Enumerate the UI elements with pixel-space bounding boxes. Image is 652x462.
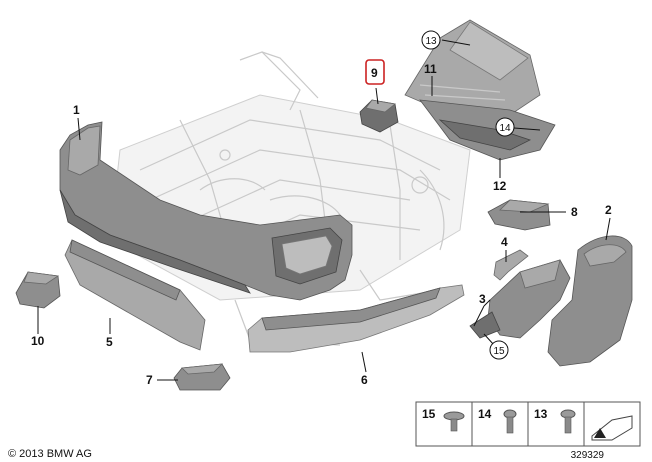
callout-10: 10 xyxy=(31,334,45,348)
part-5-front-strip xyxy=(64,239,206,351)
screw-13-icon xyxy=(560,409,576,434)
callout-4: 4 xyxy=(501,235,508,249)
callouts: 1 2 3 4 5 6 7 8 9 10 11 12 13 14 15 xyxy=(31,30,612,387)
callout-14-circle xyxy=(495,117,515,137)
callout-6: 6 xyxy=(361,373,368,387)
leader-lines xyxy=(37,39,611,381)
callout-7: 7 xyxy=(146,373,153,387)
callout-15-circle xyxy=(489,340,509,360)
fastener-legend: 15 14 13 xyxy=(415,401,641,447)
legend-label-14: 14 xyxy=(478,407,492,421)
part-10-clip xyxy=(15,271,61,309)
diagram-number: 329329 xyxy=(571,450,605,461)
callout-3: 3 xyxy=(479,292,486,306)
callout-9: 9 xyxy=(371,66,378,80)
part-6-side-sill-trim xyxy=(247,284,465,353)
callout-5: 5 xyxy=(106,335,113,349)
part-1-front-trim-panel xyxy=(59,121,353,301)
part-3-side-bracket xyxy=(469,259,571,339)
callout-13-circle xyxy=(421,30,441,50)
callout-12: 12 xyxy=(493,179,507,193)
callout-1: 1 xyxy=(73,103,80,117)
part-11-13-tray-assembly xyxy=(404,19,556,161)
callout-15: 15 xyxy=(493,346,505,357)
copyright-text: © 2013 BMW AG xyxy=(8,448,92,460)
legend-label-13: 13 xyxy=(534,407,548,421)
part-8-bracket xyxy=(487,199,551,231)
screw-15-icon xyxy=(443,411,465,432)
callout-8: 8 xyxy=(571,205,578,219)
legend-label-15: 15 xyxy=(422,407,436,421)
callout-9-highlight-box xyxy=(365,59,385,85)
screw-14-icon xyxy=(503,409,517,434)
part-2-side-cover xyxy=(547,235,633,367)
fastener-set-icon xyxy=(591,415,633,441)
callout-13: 13 xyxy=(425,36,437,47)
part-9-clip xyxy=(359,99,399,133)
part-4-clip xyxy=(493,249,529,281)
part-7-clip xyxy=(173,363,231,391)
callout-11: 11 xyxy=(424,62,437,76)
callout-2: 2 xyxy=(605,203,612,217)
callout-14: 14 xyxy=(499,123,511,134)
